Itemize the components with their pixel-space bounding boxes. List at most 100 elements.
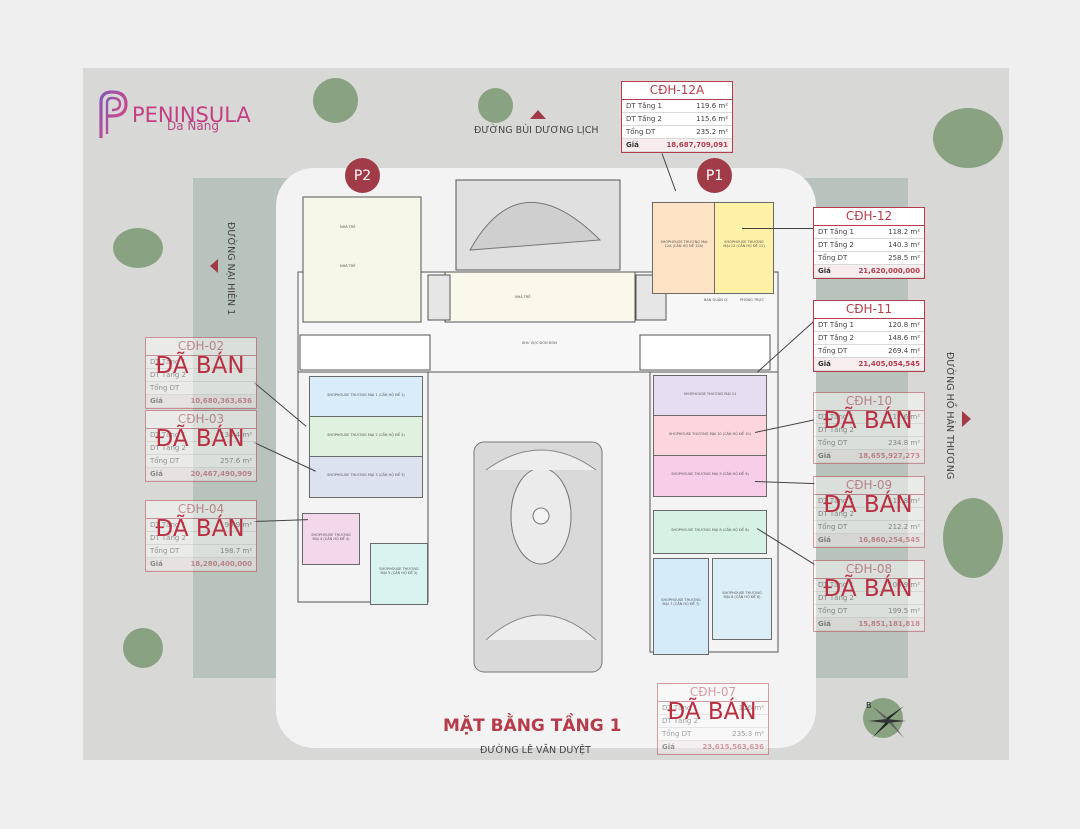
unit-card-cdh-04-wrap[interactable]: CĐH-04 DT Tầng 1 90.9 m² DT Tầng 2 Tổng D… <box>145 500 257 574</box>
card-key: Tổng DT <box>150 457 180 465</box>
card-value: 118.2 m² <box>888 228 920 236</box>
card-key: Giá <box>818 452 831 460</box>
sold-stamp: ĐÃ BÁN <box>823 408 913 434</box>
unit-card-title: CĐH-09 <box>814 477 924 495</box>
card-value: 117.6 m² <box>888 413 920 421</box>
card-key: Giá <box>150 470 163 478</box>
unit-5[interactable]: SHOPHOUSE THƯƠNG MẠI 5 (CĂN HỘ ĐẾ 5) <box>370 543 428 605</box>
map-title: MẶT BẰNG TẦNG 1 <box>443 716 622 736</box>
card-key: Tổng DT <box>626 128 656 136</box>
card-key: Tổng DT <box>150 547 180 555</box>
card-row: DT Tầng 2 <box>814 424 924 437</box>
card-price-row: Giá 20,467,490,909 <box>146 468 256 481</box>
card-row: Tổng DT <box>146 382 256 395</box>
card-key: Giá <box>818 267 831 275</box>
card-key: DT Tầng 2 <box>150 371 187 379</box>
card-key: DT Tầng 1 <box>818 321 855 329</box>
room-label-khu-vuc-don: KHU VỰC ĐÓN ĐÓN <box>522 341 557 345</box>
unit-12a[interactable]: SHOPHOUSE THƯƠNG MẠI 12A (CĂN HỘ ĐẾ 12A) <box>652 202 716 294</box>
parking-badge-p2[interactable]: P2 <box>345 158 380 193</box>
road-right <box>908 68 1009 760</box>
unit-8[interactable]: SHOPHOUSE THƯƠNG MẠI 8 (CĂN HỘ ĐẾ 8) <box>653 510 767 554</box>
fountain-center <box>532 507 550 525</box>
tree <box>123 628 163 668</box>
card-row: Tổng DT 257.6 m² <box>146 455 256 468</box>
card-value: 90.9 m² <box>224 521 252 529</box>
card-key: DT Tầng 1 <box>150 521 187 529</box>
parking-badge-p1[interactable]: P1 <box>697 158 732 193</box>
card-value: 235.3 m² <box>732 730 764 738</box>
unit-3[interactable]: SHOPHOUSE THƯƠNG MẠI 3 (CĂN HỘ ĐẾ 3) <box>309 456 423 498</box>
arrow-up-icon <box>530 110 546 119</box>
room-label-nha-tre: NHÀ TRẺ <box>515 295 531 299</box>
card-key: DT Tầng 2 <box>150 534 187 542</box>
tree <box>933 108 1003 168</box>
unit-9[interactable]: SHOPHOUSE THƯƠNG MẠI 9 (CĂN HỘ ĐẾ 9) <box>653 455 767 497</box>
card-value: 119.6 m² <box>696 102 728 110</box>
tree <box>313 78 358 123</box>
unit-6[interactable]: SHOPHOUSE THƯƠNG MẠI 6 (CĂN HỘ ĐẾ 6) <box>712 558 772 640</box>
sold-stamp: ĐÃ BÁN <box>823 576 913 602</box>
unit-1[interactable]: SHOPHOUSE THƯƠNG MẠI 1 (CĂN HỘ ĐẾ 1) <box>309 376 423 418</box>
unit-card-title: CĐH-12A <box>622 82 732 100</box>
card-value: 198.7 m² <box>220 547 252 555</box>
road-top <box>83 68 1009 178</box>
unit-4[interactable]: SHOPHOUSE THƯƠNG MẠI 4 (CĂN HỘ ĐẾ 4) <box>302 513 360 565</box>
card-price: 21,620,000,000 <box>858 267 920 275</box>
card-value: 148.6 m² <box>888 334 920 342</box>
card-price: 21,405,054,545 <box>858 360 920 368</box>
card-key: Tổng DT <box>150 384 180 392</box>
sold-stamp: ĐÃ BÁN <box>155 353 245 379</box>
courtyard-arc-bottom <box>485 614 597 641</box>
card-value: 257.6 m² <box>220 457 252 465</box>
card-row: DT Tầng 2 <box>814 592 924 605</box>
core-nw <box>427 274 451 321</box>
leader-line <box>742 228 814 229</box>
card-price: 23,615,563,636 <box>702 743 764 751</box>
card-key: DT Tầng 2 <box>818 426 855 434</box>
unit-card-title: CĐH-04 <box>146 501 256 519</box>
card-key: DT Tầng 1 <box>818 228 855 236</box>
card-key: DT Tầng 2 <box>818 594 855 602</box>
card-price: 20,467,490,909 <box>190 470 252 478</box>
unit-card-title: CĐH-02 <box>146 338 256 356</box>
unit-2[interactable]: SHOPHOUSE THƯƠNG MẠI 2 (CĂN HỘ ĐẾ 2) <box>309 416 423 458</box>
card-value: 126 m² <box>738 704 764 712</box>
card-key: DT Tầng 1 <box>150 358 187 366</box>
card-key: DT Tầng 2 <box>150 444 187 452</box>
unit-12[interactable]: SHOPHOUSE THƯƠNG MẠI 12 (CĂN HỘ ĐẾ 12) <box>714 202 774 294</box>
street-bottom: ĐƯỜNG LÊ VĂN DUYỆT <box>480 745 591 756</box>
peninsula-logo-icon <box>99 90 128 138</box>
unit-10[interactable]: SHOPHOUSE THƯƠNG MẠI 10 (CĂN HỘ ĐẾ 10) <box>653 415 767 457</box>
card-value: 111.8 m² <box>888 497 920 505</box>
sold-stamp: ĐÃ BÁN <box>155 516 245 542</box>
unit-11[interactable]: SHOPHOUSE THƯƠNG MẠI 11 <box>653 375 767 417</box>
unit-7[interactable]: SHOPHOUSE THƯƠNG MẠI 7 (CĂN HỘ ĐẾ 7) <box>653 558 709 655</box>
card-key: Giá <box>662 743 675 751</box>
card-value: 134.4 m² <box>220 431 252 439</box>
card-value: 106.9 m² <box>888 581 920 589</box>
card-key: DT Tầng 1 <box>818 497 855 505</box>
card-row: DT Tầng 2 <box>146 532 256 545</box>
